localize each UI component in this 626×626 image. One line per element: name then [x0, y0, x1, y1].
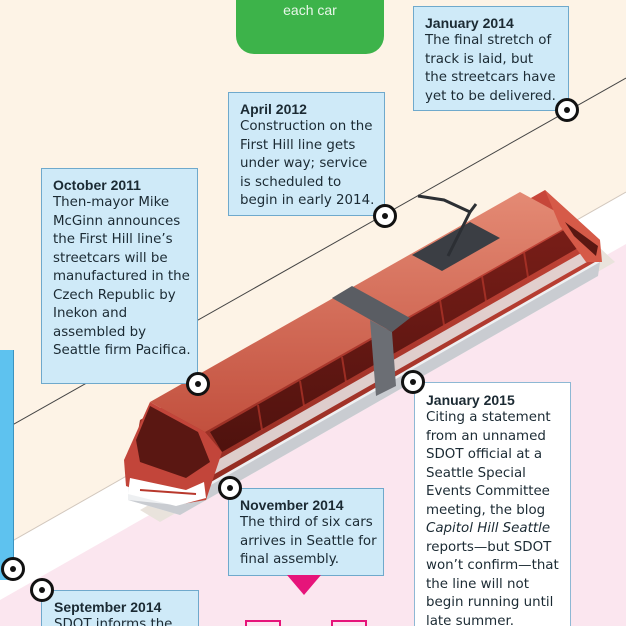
event-text-after: reports—but SDOT won’t confirm—that the …	[426, 539, 559, 626]
streetcar	[124, 190, 602, 515]
timeline-marker-january-2015	[401, 370, 425, 394]
pink-pointer-arrow	[287, 575, 321, 595]
event-date: January 2015	[426, 392, 515, 408]
event-text: Construction on the First Hill line gets…	[240, 119, 375, 208]
event-text: Then-mayor Mike McGinn announces the Fir…	[53, 195, 191, 358]
event-card-november-2014: November 2014 The third of six cars arri…	[228, 488, 384, 576]
event-date: January 2014	[425, 15, 514, 31]
event-date: April 2012	[240, 101, 307, 117]
event-card-october-2011: October 2011 Then-mayor Mike McGinn anno…	[41, 168, 198, 384]
green-badge: each car	[236, 0, 384, 54]
timeline-marker-september-2014	[30, 578, 54, 602]
timeline-marker-april-2012	[373, 204, 397, 228]
event-card-january-2015: January 2015 Citing a statement from an …	[414, 382, 571, 626]
timeline-marker-left	[1, 557, 25, 581]
event-card-april-2012: April 2012 Construction on the First Hil…	[228, 92, 385, 216]
event-card-september-2014: September 2014 SDOT informs the	[41, 590, 199, 626]
event-date: November 2014	[240, 497, 344, 513]
event-date: October 2011	[53, 177, 141, 193]
blog-name: Capitol Hill Seattle	[426, 521, 551, 536]
event-date: September 2014	[54, 599, 162, 615]
event-card-january-2014: January 2014 The final stretch of track …	[413, 6, 569, 111]
timeline-marker-january-2014	[555, 98, 579, 122]
badge-text: each car	[283, 2, 337, 18]
event-text-before: Citing a statement from an unnamed SDOT …	[426, 410, 551, 518]
event-text: The third of six cars arrives in Seattle…	[240, 515, 377, 567]
timeline-marker-october-2011	[186, 372, 210, 396]
side-panel-edge	[0, 350, 14, 580]
event-text: Citing a statement from an unnamed SDOT …	[426, 409, 564, 626]
event-text: The final stretch of track is laid, but …	[425, 33, 556, 104]
event-text: SDOT informs the	[54, 617, 173, 626]
timeline-marker-november-2014	[218, 476, 242, 500]
